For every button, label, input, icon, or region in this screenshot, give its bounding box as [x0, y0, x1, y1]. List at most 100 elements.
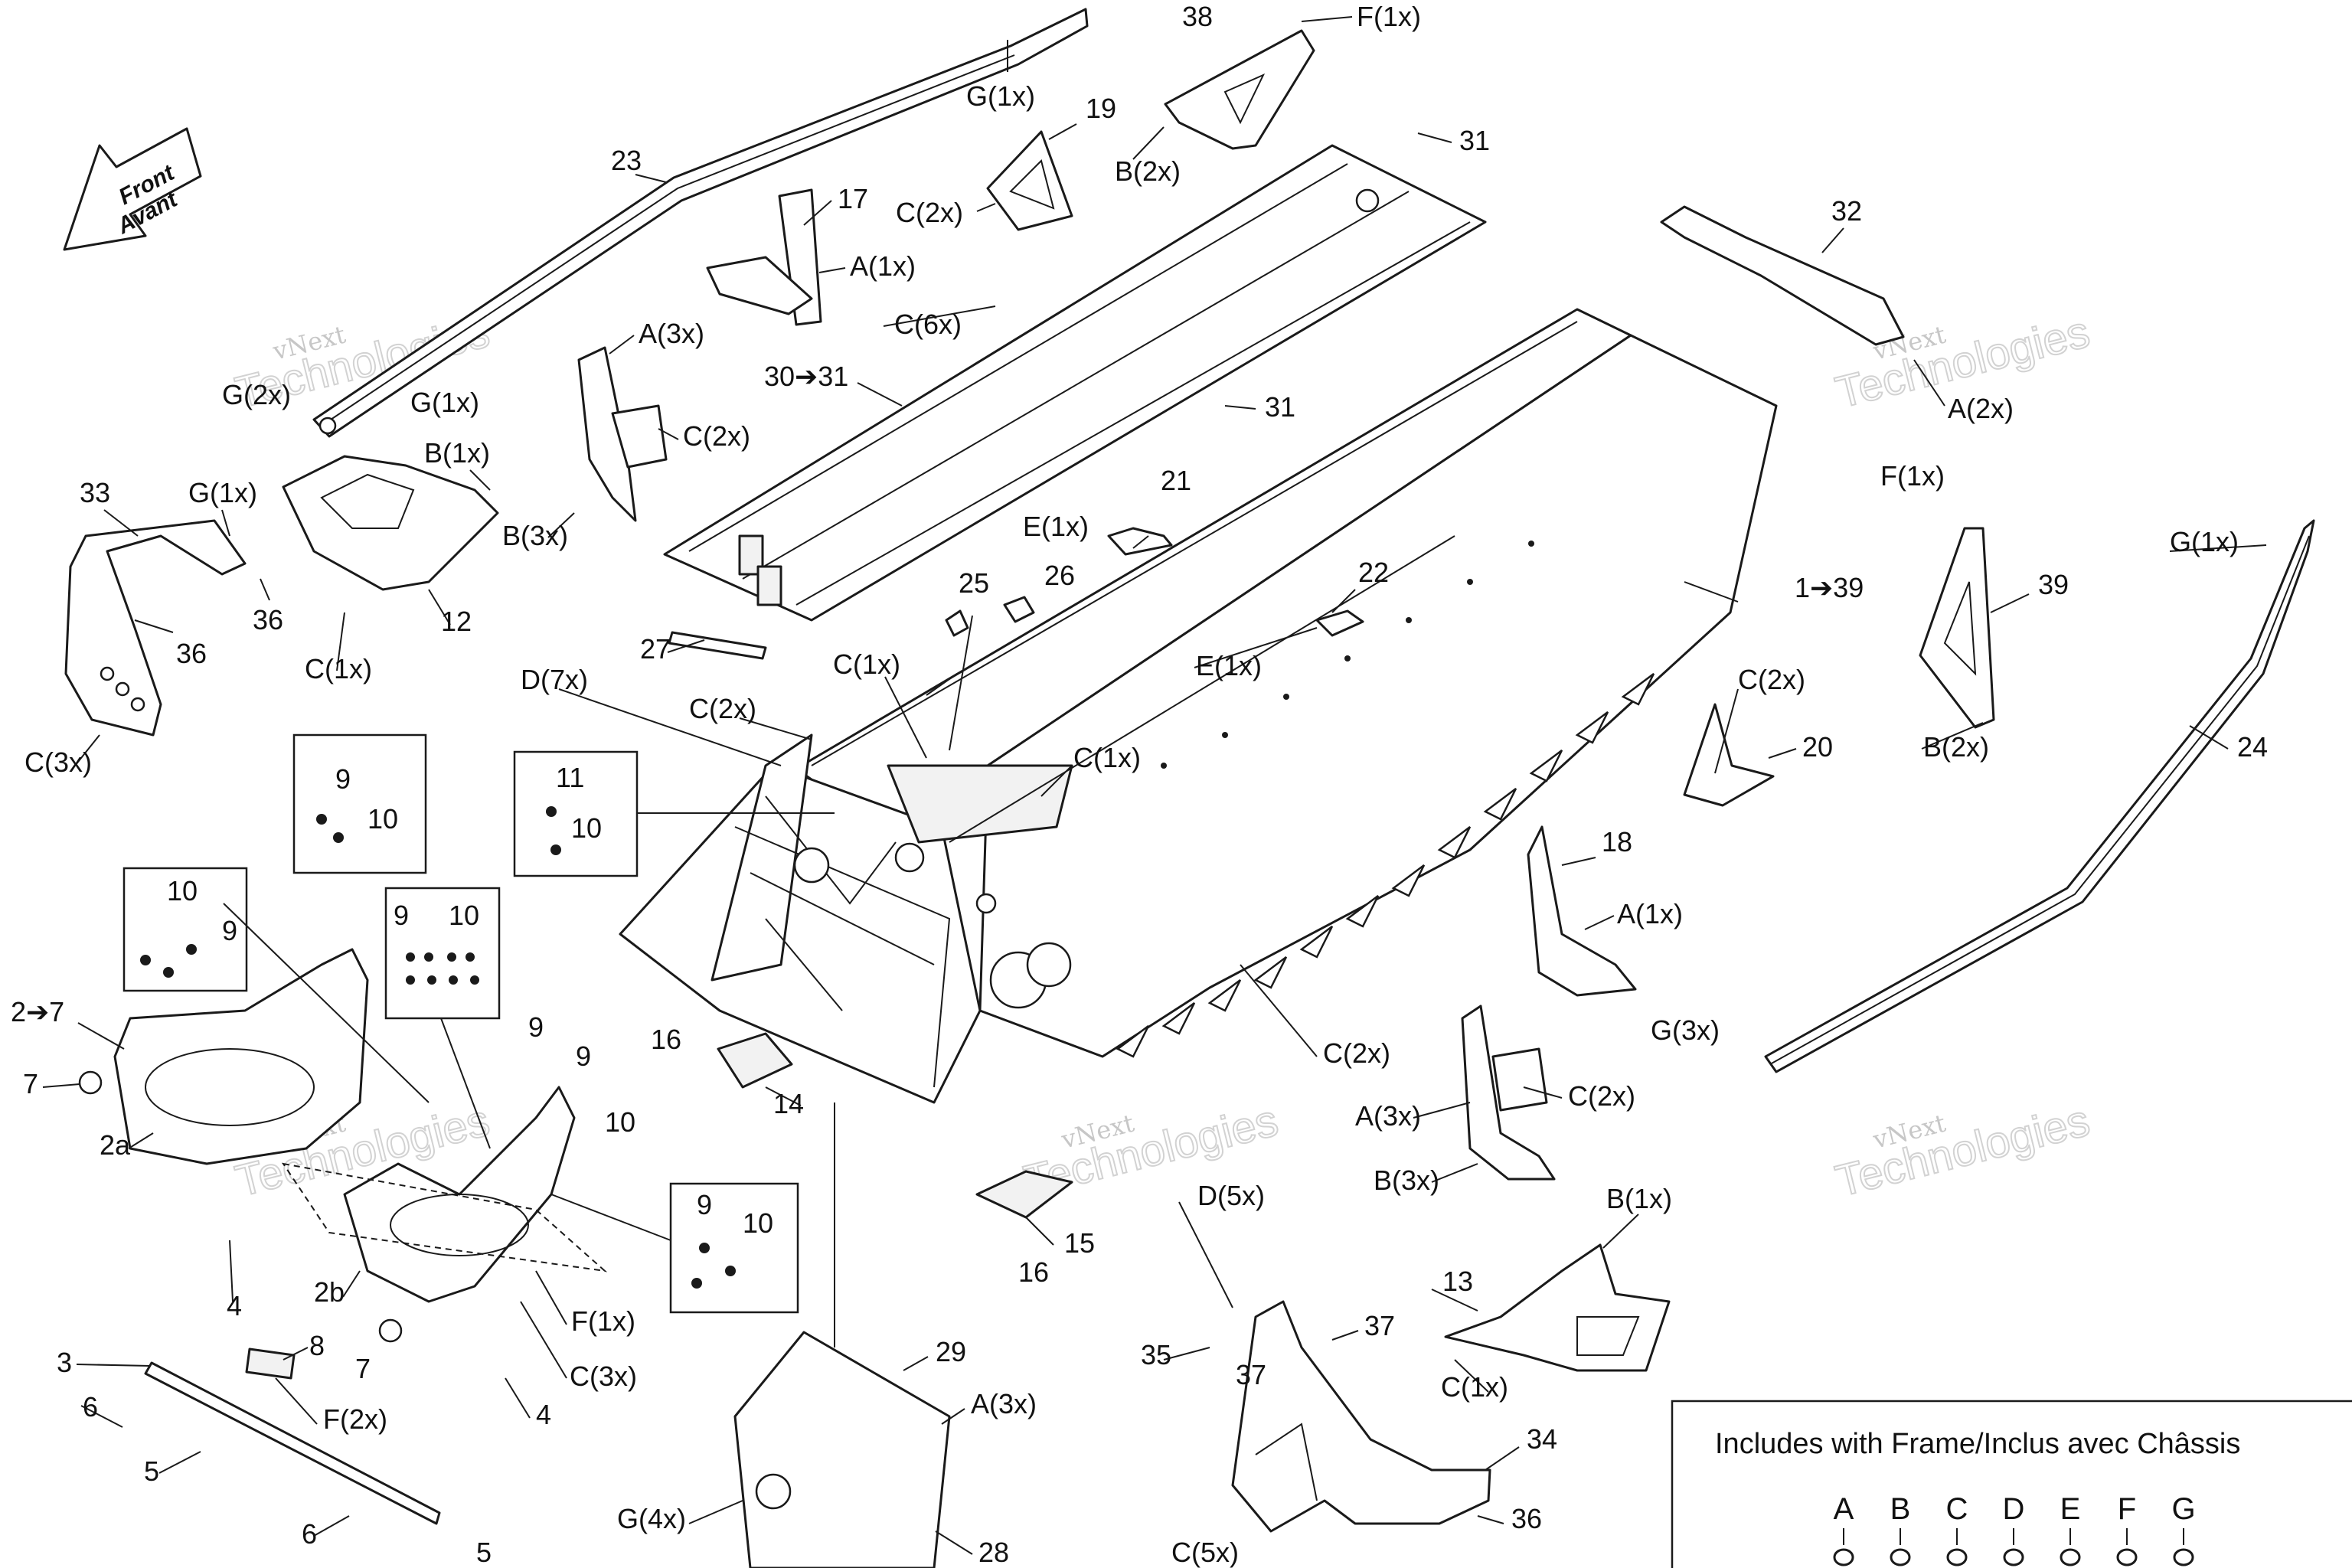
callout-cC2f: C(2x) [1568, 1080, 1635, 1112]
part-33-side-panel [64, 519, 247, 737]
callout-c10f: 10 [743, 1207, 773, 1239]
callout-cC2c: C(2x) [689, 693, 756, 724]
callout-cC1b: C(1x) [305, 653, 372, 684]
part-a-bracket-lower [1461, 1004, 1556, 1181]
legend-key-e: E [2060, 1492, 2081, 1526]
callout-c6b: 6 [302, 1518, 317, 1550]
callout-cB3b: B(3x) [1374, 1165, 1439, 1196]
callout-c2b: 2b [314, 1276, 345, 1308]
callout-c19: 19 [1086, 93, 1116, 124]
fastener-box-9-10-c [384, 887, 501, 1020]
callout-c10c: 10 [167, 875, 198, 906]
callout-cA2: A(2x) [1948, 393, 2014, 424]
callout-c10d: 10 [449, 900, 479, 931]
callout-cC2b: C(2x) [683, 420, 750, 452]
callout-cC2e: C(2x) [1323, 1037, 1390, 1069]
callout-c13: 13 [1442, 1266, 1473, 1297]
callout-c36c: 36 [1511, 1503, 1542, 1534]
callout-c18: 18 [1602, 826, 1632, 858]
callout-cG1b: G(1x) [410, 387, 479, 418]
callout-c7b: 7 [355, 1353, 371, 1384]
callout-cC1a: C(1x) [833, 648, 900, 680]
callout-c35: 35 [1141, 1339, 1171, 1370]
legend-key-a: A [1834, 1492, 1854, 1526]
legend-fastener-icon-b [1890, 1548, 1911, 1566]
callout-c10a: 10 [368, 803, 398, 835]
callout-c16a: 16 [651, 1024, 681, 1055]
callout-c9b: 9 [222, 915, 237, 946]
callout-c2a: 2a [100, 1129, 131, 1161]
callout-c4b: 4 [536, 1399, 551, 1430]
callout-cB2a: B(2x) [1115, 155, 1181, 187]
callout-cF1a: F(1x) [1357, 1, 1421, 32]
callout-cC3a: C(3x) [24, 746, 92, 778]
legend-fastener-icon-a [1833, 1548, 1854, 1566]
part-19-gusset [986, 130, 1073, 231]
callout-cE1a: E(1x) [1023, 511, 1089, 542]
callout-cF1b: F(1x) [1880, 460, 1945, 492]
legend-key-b: B [1890, 1492, 1911, 1526]
part-24-rail [1764, 519, 2315, 1073]
legend-key-c: C [1946, 1492, 1968, 1526]
callout-c4a: 4 [227, 1290, 242, 1321]
callout-c39: 39 [2038, 569, 2069, 600]
callout-c6a: 6 [83, 1391, 98, 1423]
callout-c10b: 10 [571, 812, 602, 844]
fastener-box-10-9-b [122, 867, 248, 992]
callout-c32: 32 [1831, 195, 1862, 227]
callout-c15: 15 [1064, 1227, 1095, 1259]
legend-fastener-icon-d [2003, 1548, 2024, 1566]
legend-key-f: F [2118, 1492, 2136, 1526]
front-direction-arrow: Front Avant [63, 127, 202, 251]
callout-cB1a: B(1x) [424, 437, 490, 469]
callout-c29: 29 [936, 1336, 966, 1367]
callout-c8: 8 [309, 1330, 325, 1361]
legend-fastener-icon-g [2173, 1548, 2194, 1566]
parts-14-15-plates [717, 1032, 1073, 1219]
callout-c26: 26 [1044, 560, 1075, 591]
callout-cE1b: E(1x) [1196, 650, 1262, 681]
callout-cD5: D(5x) [1197, 1180, 1265, 1211]
callout-c5a: 5 [144, 1455, 159, 1487]
callout-cC1c: C(1x) [1073, 742, 1141, 773]
callout-c31b: 31 [1265, 391, 1295, 423]
callout-cA3a: A(3x) [639, 318, 704, 349]
callout-c11: 11 [556, 762, 584, 793]
callout-cG1c: G(1x) [188, 477, 257, 508]
part-17-bracket [706, 188, 822, 326]
legend-title: Includes with Frame/Inclus avec Châssis [1715, 1428, 2240, 1460]
part-12-cover [282, 455, 499, 591]
callout-c36a: 36 [253, 604, 283, 635]
callout-c37b: 37 [1236, 1359, 1266, 1390]
legend: Includes with Frame/Inclus avec Châssis … [1671, 1400, 2352, 1568]
part-2-motor-mount [78, 948, 608, 1343]
callout-c16b: 16 [1018, 1256, 1049, 1288]
fastener-box-9-10-d [669, 1182, 799, 1314]
callout-cB1b: B(1x) [1606, 1183, 1672, 1214]
callout-c9c: 9 [394, 900, 409, 931]
callout-cC6: C(6x) [894, 309, 962, 340]
callout-cD7: D(7x) [521, 664, 588, 695]
callout-c25: 25 [959, 567, 989, 599]
callout-c3031: 30➔31 [764, 361, 848, 392]
callout-cC1d: C(1x) [1441, 1371, 1508, 1403]
part-13-cover [1444, 1243, 1671, 1372]
callout-c23: 23 [611, 145, 642, 176]
callout-cC3b: C(3x) [570, 1361, 637, 1392]
callout-cC2d: C(2x) [1738, 664, 1805, 695]
part-18-bracket [1527, 825, 1637, 997]
part-3-bar [144, 1348, 441, 1525]
callout-cC2a: C(2x) [896, 197, 963, 228]
part-38-bracket [1164, 29, 1315, 150]
parts-small-brackets [945, 527, 1364, 637]
callout-c3: 3 [57, 1347, 72, 1378]
fastener-box-9-10-a [292, 733, 427, 874]
callout-cC5: C(5x) [1171, 1537, 1239, 1568]
callout-cG1d: G(1x) [2170, 526, 2239, 557]
callout-c21: 21 [1161, 465, 1191, 496]
fastener-boxes [122, 733, 799, 1314]
callout-cB2b: B(2x) [1923, 731, 1989, 763]
callout-c9d: 9 [528, 1011, 544, 1043]
